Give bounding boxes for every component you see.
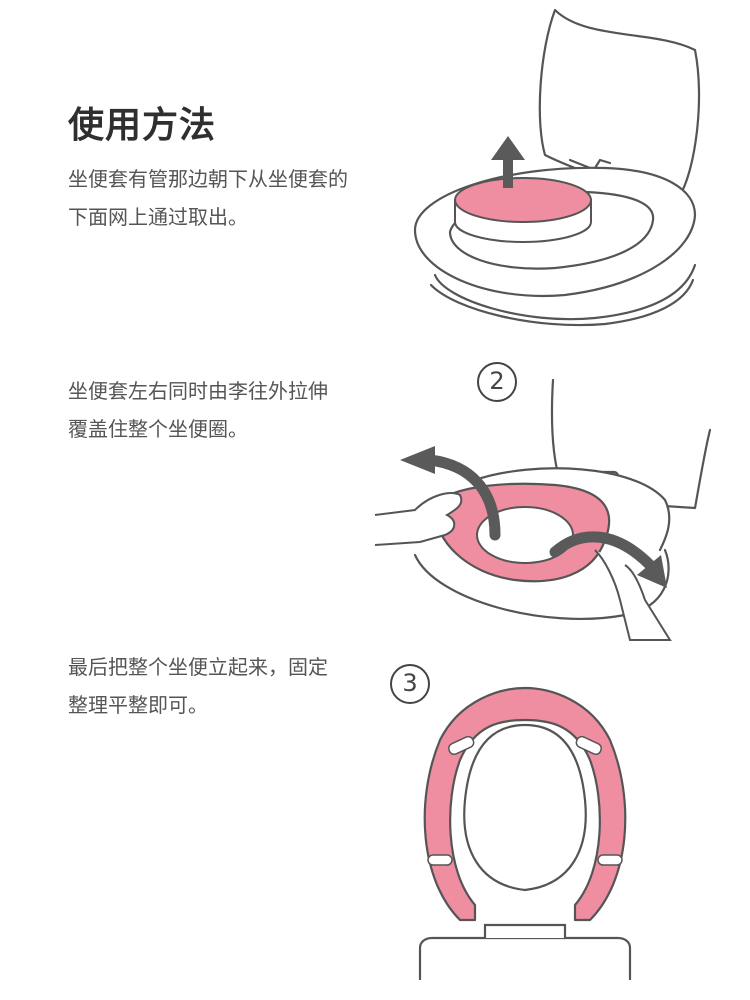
step-1-line-1: 坐便套有管那边朝下从坐便套的 [68, 167, 348, 191]
step-2-line-2: 覆盖住整个坐便圈。 [68, 417, 248, 441]
step-2-line-1: 坐便套左右同时由李往外拉伸 [68, 379, 328, 403]
step-2-text: 坐便套左右同时由李往外拉伸 覆盖住整个坐便圈。 [68, 372, 398, 448]
step-3-text: 最后把整个坐便立起来，固定 整理平整即可。 [68, 648, 398, 724]
step-2-number-badge: 2 [477, 362, 517, 402]
step-3-seat-illustration [418, 686, 632, 980]
step-2-toilet-illustration [374, 378, 712, 641]
step-1-text: 坐便套有管那边朝下从坐便套的 下面网上通过取出。 [68, 160, 398, 236]
step-1-line-2: 下面网上通过取出。 [68, 205, 248, 229]
step-3-line-2: 整理平整即可。 [68, 693, 208, 717]
step-1-toilet-illustration [413, 8, 701, 327]
step-3-number-badge: 3 [390, 664, 430, 704]
step-3-line-1: 最后把整个坐便立起来，固定 [68, 655, 328, 679]
page-title: 使用方法 [68, 105, 217, 146]
